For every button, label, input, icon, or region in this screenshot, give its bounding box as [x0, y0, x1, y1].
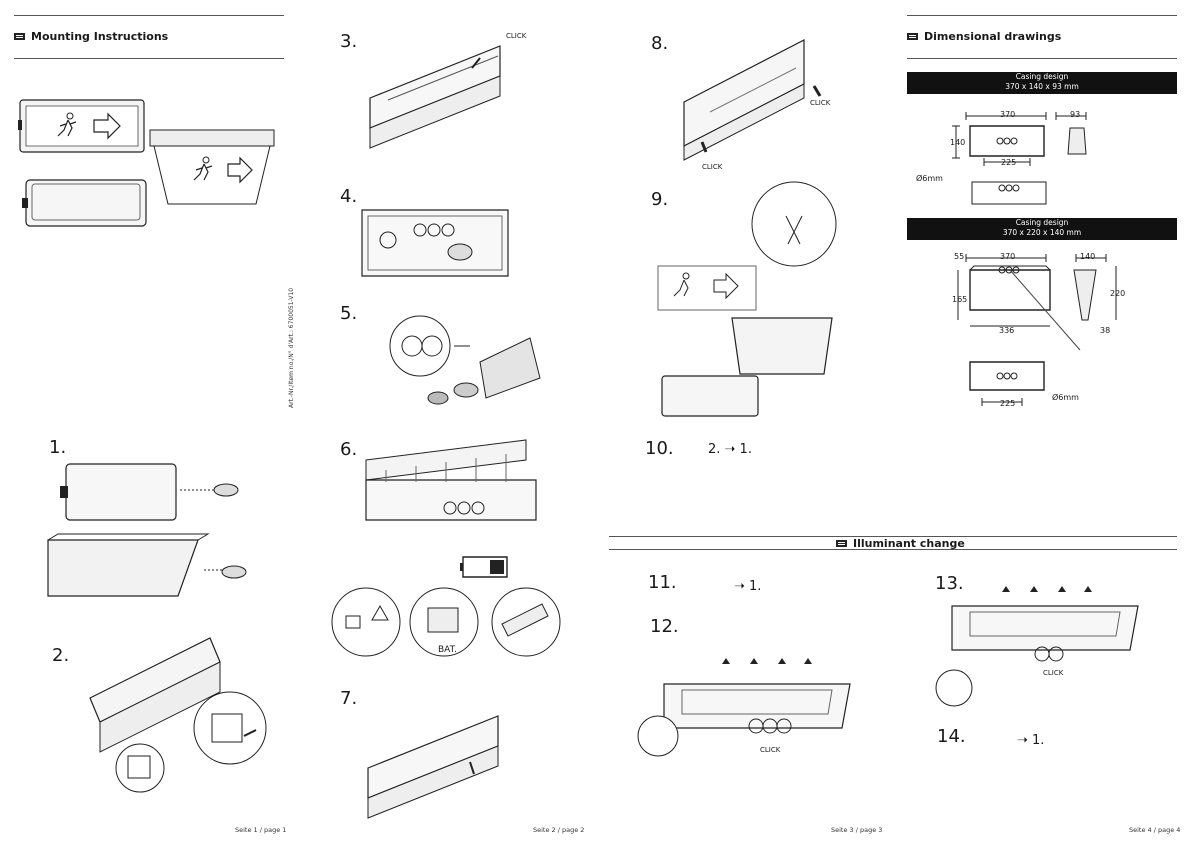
step-12-illustration [636, 658, 856, 760]
step-9-label: 9. [651, 189, 669, 210]
dimensional-title-text: Dimensional drawings [924, 30, 1062, 43]
casing-1-size: 370 x 140 x 93 mm [1005, 82, 1079, 91]
bat-label: BAT. [438, 645, 457, 655]
luminaire-housing-illustration [22, 176, 152, 232]
exit-sign-illustration-1 [18, 98, 148, 156]
step-1-illustration [58, 460, 258, 610]
step-12-label: 12. [650, 616, 679, 637]
flag-icon [836, 539, 847, 547]
flag-icon [14, 32, 25, 40]
step-4-label: 4. [340, 186, 358, 207]
page4-footer: Seite 4 / page 4 [1129, 826, 1181, 834]
dim2-diameter: Ø6mm [1052, 393, 1079, 402]
dim2-width: 370 [1000, 252, 1016, 261]
illuminant-title-text: Illuminant change [853, 537, 965, 550]
illuminant-change-title: Illuminant change [836, 537, 965, 550]
scissors-icon [786, 216, 802, 244]
dim2-depth-2: 38 [1100, 326, 1111, 335]
casing-1-title: Casing design [1015, 72, 1069, 81]
illuminant-rule-bottom [609, 549, 1177, 550]
step-2-label: 2. [52, 645, 70, 666]
dimensional-drawings-title: Dimensional drawings [907, 30, 1061, 43]
page4-top-rule [907, 15, 1177, 16]
dim2-height-2: 220 [1110, 289, 1126, 298]
step-4-illustration [360, 190, 530, 280]
dim2-depth: 140 [1080, 252, 1096, 261]
step-3-illustration [368, 38, 528, 148]
step-5-label: 5. [340, 303, 358, 324]
casing-2-size: 370 x 220 x 140 mm [1002, 228, 1082, 237]
page1-top-rule [14, 15, 284, 16]
step-6-detail-circles [332, 580, 562, 662]
page4-title-rule [907, 58, 1177, 59]
step-3-click-label: CLICK [506, 32, 527, 40]
step-5-illustration [384, 306, 544, 416]
page1-footer: Seite 1 / page 1 [235, 826, 287, 834]
exit-arrow-icon [94, 114, 120, 138]
step-6-illustration [356, 430, 546, 530]
page3-footer: Seite 3 / page 3 [831, 826, 883, 834]
step-11-label: 11. [648, 572, 677, 593]
article-number: Art.-Nr./Item no./N° d'Art.: 6700051-V10 [288, 287, 295, 408]
step-9-illustration [656, 180, 846, 420]
exit-sign-illustration-2 [148, 128, 278, 208]
dim1-width: 370 [1000, 110, 1016, 119]
step-3-label: 3. [340, 31, 358, 52]
step-12-click-label: CLICK [760, 746, 781, 754]
step-13-label: 13. [935, 573, 964, 594]
dim1-hole: 225 [1001, 158, 1017, 167]
dim2-hole: 225 [1000, 399, 1016, 408]
running-man-icon [67, 113, 73, 119]
warning-icon [372, 606, 388, 620]
step-2-illustration [80, 628, 270, 798]
dim2-a: 55 [954, 252, 965, 261]
step-1-label: 1. [49, 437, 67, 458]
step-14-label: 14. [937, 726, 966, 747]
step-7-label: 7. [340, 688, 358, 709]
step-8-click-left: CLICK [702, 163, 723, 171]
mounting-instructions-title: Mounting Instructions [14, 30, 168, 43]
step-11-sequence: ➝ 1. [734, 579, 762, 594]
step-6-label: 6. [340, 439, 358, 460]
dim1-height: 140 [950, 138, 966, 147]
step-10-label: 10. [645, 438, 674, 459]
step-8-label: 8. [651, 33, 669, 54]
step-8-illustration [680, 32, 820, 162]
page2-footer: Seite 2 / page 2 [533, 826, 585, 834]
casing-design-2-bar: Casing design 370 x 220 x 140 mm [907, 218, 1177, 240]
dim1-diameter: Ø6mm [916, 174, 943, 183]
page1-title-rule [14, 58, 284, 59]
dim1-depth: 93 [1070, 110, 1081, 119]
dim2-height: 165 [952, 295, 968, 304]
flag-icon [907, 32, 918, 40]
step-13-illustration [930, 586, 1140, 706]
step-7-illustration [366, 706, 526, 818]
casing-2-title: Casing design [1015, 218, 1069, 227]
illuminant-rule-top [609, 536, 1177, 537]
casing-design-1-bar: Casing design 370 x 140 x 93 mm [907, 72, 1177, 94]
battery-icon [460, 556, 510, 578]
step-13-click-label: CLICK [1043, 669, 1064, 677]
step-14-sequence: ➝ 1. [1017, 733, 1045, 748]
dim2-base: 336 [999, 326, 1015, 335]
step-8-click-right: CLICK [810, 99, 831, 107]
mounting-title-text: Mounting Instructions [31, 30, 169, 43]
casing-1-drawing [952, 112, 1100, 212]
step-10-sequence: 2. ➝ 1. [708, 442, 752, 457]
casing-2-drawing [940, 254, 1140, 406]
